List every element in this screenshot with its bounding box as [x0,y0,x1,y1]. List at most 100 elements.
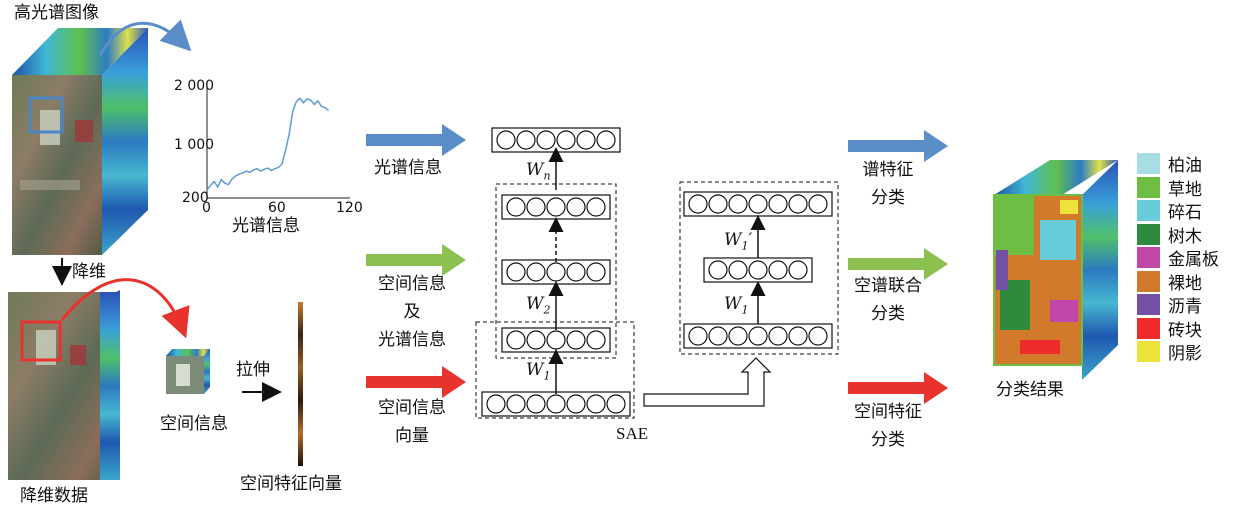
spatial-feature-vector-bar [298,302,303,466]
label-out-joint-2: 分类 [846,304,930,324]
neuron [769,261,787,279]
neuron [709,195,727,213]
legend-item-gravel: 碎石 [1137,199,1219,223]
neuron [689,327,707,345]
hyperspectral-cube [12,28,148,255]
label-spatial-feature-vector: 空间特征向量 [240,474,342,494]
legend-item-metal-sheets: 金属板 [1137,246,1219,270]
legend-swatch [1137,318,1160,339]
neuron [607,395,625,413]
legend-item-trees: 树木 [1137,223,1219,247]
label-out-spectral-1: 谱特征 [846,160,930,180]
neuron [577,131,595,149]
neuron [557,131,575,149]
neuron [517,131,535,149]
spatial-patch [166,349,210,394]
xtick-60: 60 [268,200,286,217]
label-dim-reduce: 降维 [72,262,106,282]
weight-w1-prime: W1′ [724,230,752,253]
neuron [749,261,767,279]
neuron [729,261,747,279]
label-result: 分类结果 [996,380,1064,400]
label-out-spatial-2: 分类 [842,430,934,450]
label-spectral-info-plot: 光谱信息 [232,216,300,236]
neuron [507,331,525,349]
layer-right-input [684,324,832,348]
layer-output [492,128,620,152]
legend-item-bare-soil: 裸地 [1137,270,1219,294]
layer-hidden-upper [502,195,610,219]
class-legend: 柏油 草地 碎石 树木 金属板 裸地 沥青 砖块 阴影 [1137,152,1219,364]
label-out-joint-1: 空谱联合 [846,276,930,296]
label-arrow-joint-3: 光谱信息 [362,330,462,350]
neuron [789,327,807,345]
neuron [487,395,505,413]
layer-right-hidden [704,258,812,282]
neuron [497,131,515,149]
neuron [507,198,525,216]
series-line-spectrum [207,98,329,190]
neuron [547,395,565,413]
neuron [587,395,605,413]
neuron [527,395,545,413]
reduced-cube [8,290,136,480]
legend-item-bitumen: 沥青 [1137,293,1219,317]
weight-w1: W1 [526,360,550,383]
arrow-blue-out [848,130,948,162]
legend-swatch [1137,200,1160,221]
neuron [567,263,585,281]
spectral-chart [207,88,350,198]
ytick-1000: 1 000 [174,137,214,154]
arrow-green-in [366,244,466,276]
layer-hidden-lower [502,328,610,352]
legend-swatch [1137,341,1160,362]
label-stretch: 拉伸 [236,360,270,380]
result-cube [994,160,1118,380]
neuron [567,331,585,349]
label-arrow-joint-2: 及 [362,302,462,322]
xtick-0: 0 [202,200,211,217]
neuron [789,261,807,279]
legend-swatch [1137,271,1160,292]
label-out-spatial-1: 空间特征 [842,402,934,422]
legend-item-shadows: 阴影 [1137,340,1219,364]
neuron [527,198,545,216]
legend-swatch [1137,247,1160,268]
neuron [597,131,615,149]
label-arrow-spatial-2: 向量 [362,426,462,446]
legend-item-asphalt: 柏油 [1137,152,1219,176]
neuron [567,198,585,216]
neuron [527,331,545,349]
layer-input [482,392,630,416]
neuron [769,195,787,213]
neuron [789,195,807,213]
neuron [689,195,707,213]
neuron [507,395,525,413]
legend-swatch [1137,153,1160,174]
weight-w1-right: W1 [724,294,748,317]
ytick-2000: 2 000 [174,78,214,95]
arrow-red-out [848,372,948,404]
label-out-spectral-2: 分类 [846,188,930,208]
label-arrow-spatial-1: 空间信息 [362,398,462,418]
label-hyperspectral-image: 高光谱图像 [14,3,99,23]
neuron [809,195,827,213]
legend-swatch [1137,224,1160,245]
neuron [749,195,767,213]
legend-item-bricks: 砖块 [1137,317,1219,341]
neuron [709,327,727,345]
label-spatial-info: 空间信息 [160,414,228,434]
arrow-blue-in [366,124,466,156]
neuron [547,331,565,349]
neuron [547,263,565,281]
hollow-arrow [644,358,770,406]
neuron [587,331,605,349]
neuron [537,131,555,149]
xtick-120: 120 [336,200,363,217]
neuron [729,327,747,345]
neuron [567,395,585,413]
label-arrow-spectral: 光谱信息 [374,158,442,178]
legend-swatch [1137,294,1160,315]
weight-wn: Wn [526,160,551,183]
label-reduced-data: 降维数据 [20,486,88,506]
